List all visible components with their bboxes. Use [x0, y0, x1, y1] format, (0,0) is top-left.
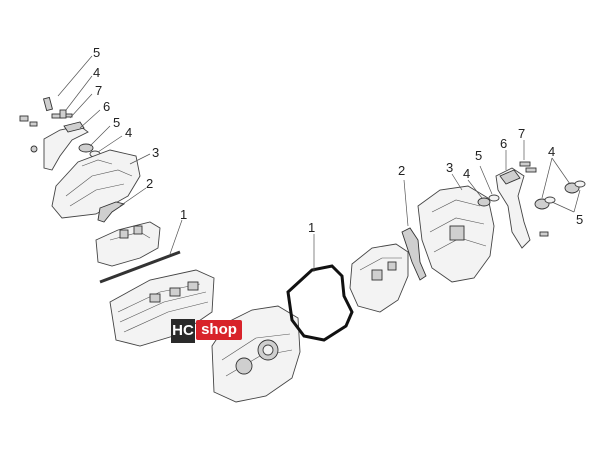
right-leaders: [403, 140, 581, 227]
callout-left-7: 7: [95, 83, 102, 98]
callout-right-3: 3: [446, 160, 453, 175]
callout-center-1: 1: [308, 220, 315, 235]
callout-right-6: 6: [500, 136, 507, 151]
logo-shop-text: shop: [196, 320, 242, 340]
left-cam-carrier: [95, 221, 161, 267]
hc-shop-logo: HC shop: [171, 319, 242, 343]
callout-left-5b: 5: [113, 115, 120, 130]
callout-left-5a: 5: [93, 45, 100, 60]
callout-labels: 5 4 7 6 5 4 3 2 1 1 2 3 4 5 6 7 4 5: [93, 45, 583, 235]
right-assembly: [401, 161, 586, 283]
callout-right-5a: 5: [475, 148, 482, 163]
callout-left-1: 1: [180, 207, 187, 222]
callout-right-7: 7: [518, 126, 525, 141]
callout-right-4b: 4: [548, 144, 555, 159]
callout-right-5b: 5: [576, 212, 583, 227]
callout-left-2: 2: [146, 176, 153, 191]
left-leaders: [57, 55, 183, 255]
left-head-cover: [51, 149, 141, 219]
right-bracket: [495, 167, 531, 249]
logo-hc-text: HC: [171, 319, 195, 343]
center-oring-gasket: [286, 264, 354, 342]
callout-right-2: 2: [398, 163, 405, 178]
callout-left-6: 6: [103, 99, 110, 114]
callout-left-3: 3: [152, 145, 159, 160]
callout-left-4b: 4: [125, 125, 132, 140]
left-screw-set: [19, 96, 73, 153]
right-gasket: [401, 227, 427, 281]
callout-left-4a: 4: [93, 65, 100, 80]
left-gasket: [97, 201, 126, 223]
callout-right-4a: 4: [463, 166, 470, 181]
